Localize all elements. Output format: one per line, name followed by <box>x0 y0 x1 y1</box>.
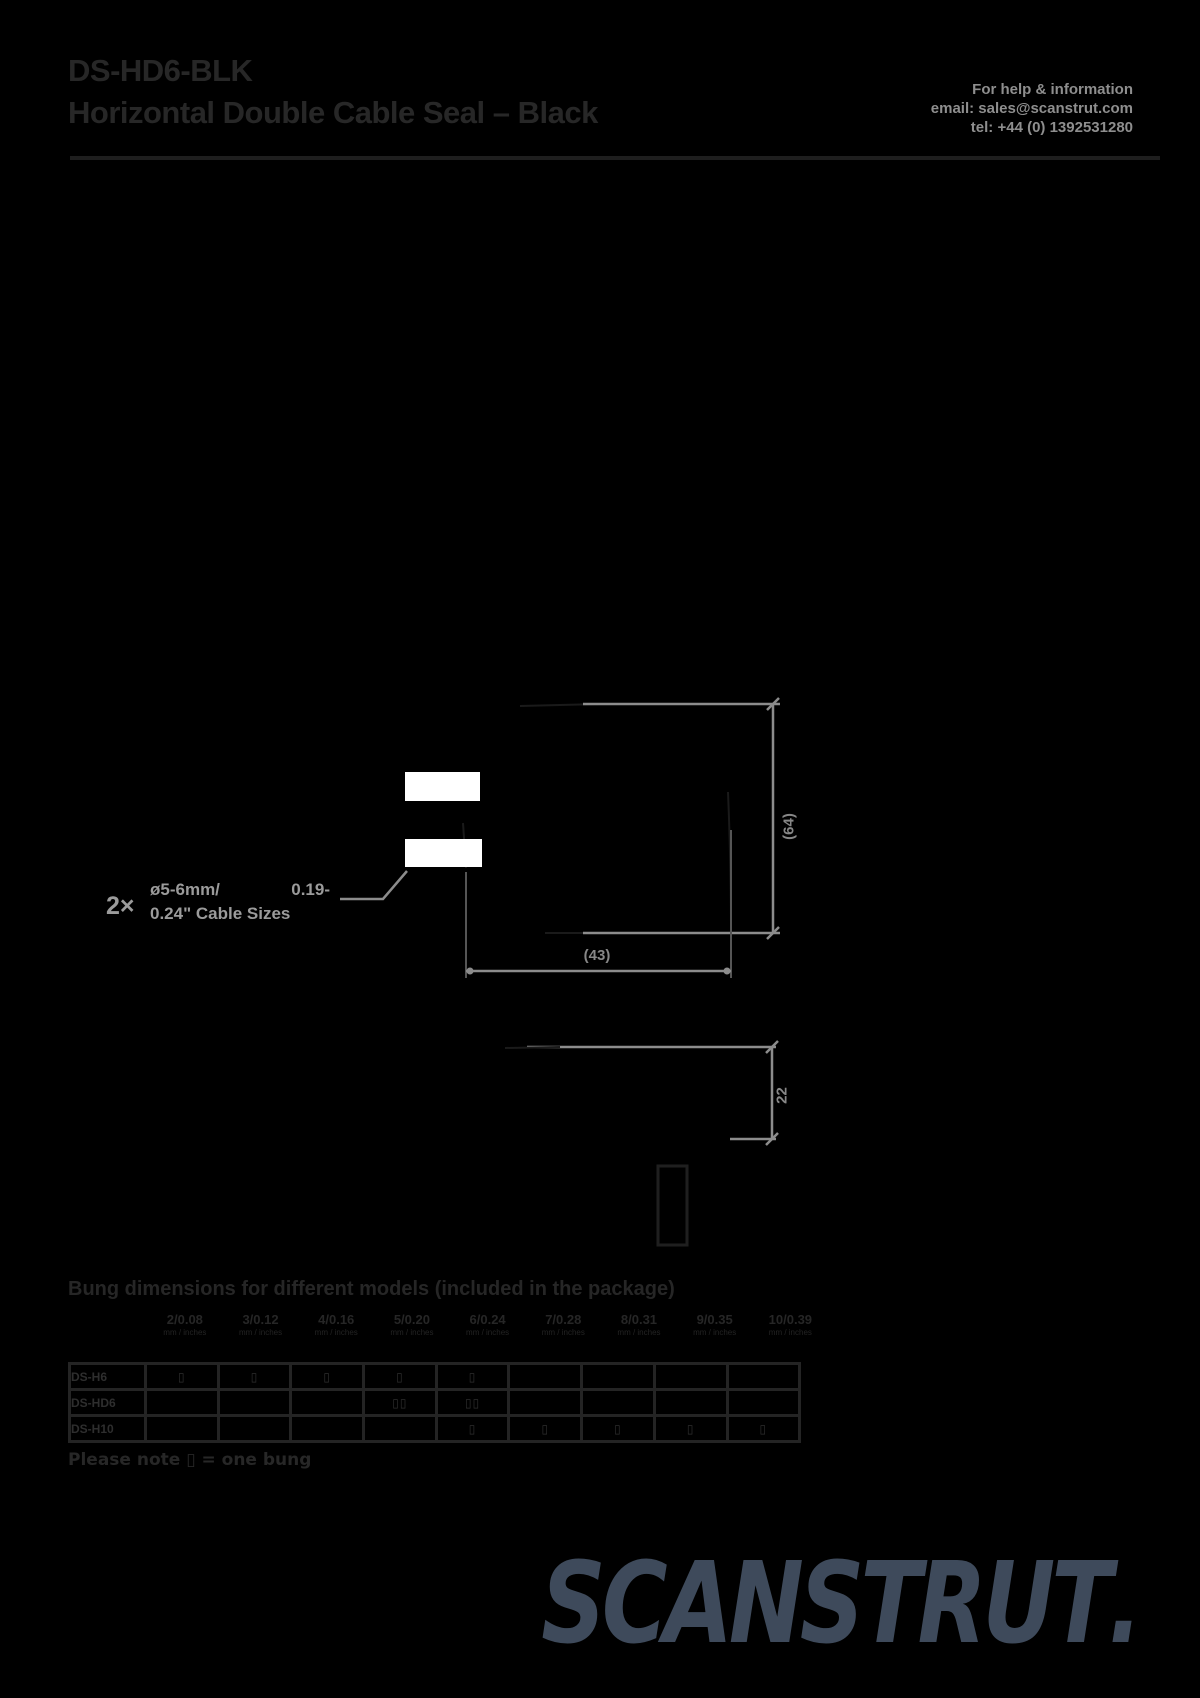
header-divider <box>70 156 1160 160</box>
bung-cell <box>580 1362 656 1391</box>
bung-cell <box>507 1388 584 1417</box>
side-view-product-edge <box>504 1046 561 1049</box>
column-header: 3/0.12 mm / inches <box>238 1312 283 1337</box>
bung-cell: ▯▯ <box>362 1388 438 1417</box>
bung-table-note: Please note ▯ = one bung <box>68 1450 312 1470</box>
bung-cell <box>507 1362 584 1391</box>
bung-cell: ▯ <box>362 1362 438 1391</box>
cable-size-label-line1: ø5-6mm/ 0.19- <box>150 880 330 900</box>
column-header: 8/0.31 mm / inches <box>617 1312 661 1337</box>
logo-text: SCANSTRUT <box>540 1539 1112 1669</box>
model-label: DS-H6 <box>68 1362 147 1391</box>
bung-cell: ▯▯ <box>434 1388 511 1417</box>
product-name: Horizontal Double Cable Seal – Black <box>68 95 598 130</box>
table-row: DS-H6 ▯ ▯ ▯ ▯ ▯ <box>68 1362 802 1391</box>
dimension-label-side-height: 22 <box>773 1087 791 1104</box>
bung-cell <box>216 1388 293 1417</box>
bung-cell <box>652 1362 729 1391</box>
bung-cell: ▯ <box>434 1362 511 1391</box>
front-height-dimension <box>583 697 780 940</box>
side-view-dimension <box>527 1040 779 1146</box>
front-view-product-outline <box>462 703 732 934</box>
bung-cell: ▯ <box>652 1414 729 1443</box>
cable-slot-bottom <box>405 839 482 867</box>
column-header: 6/0.24 mm / inches <box>466 1312 510 1337</box>
column-header-spacer <box>68 1312 147 1338</box>
scanstrut-logo: SCANSTRUT. <box>541 1548 1142 1660</box>
bung-table-heading: Bung dimensions for different models (in… <box>68 1278 675 1300</box>
bung-table: DS-H6 ▯ ▯ ▯ ▯ ▯ DS-HD6 ▯▯ ▯▯ DS-H10 <box>68 1362 802 1443</box>
bung-cell: ▯ <box>580 1414 656 1443</box>
contact-phone: tel: +44 (0) 1392531280 <box>970 119 1133 136</box>
column-header: 4/0.16 mm / inches <box>314 1312 358 1337</box>
dimension-label-front-width: (43) <box>583 947 611 964</box>
table-row: DS-HD6 ▯▯ ▯▯ <box>68 1388 802 1417</box>
product-code: DS-HD6-BLK <box>68 53 253 88</box>
cable-size-label-line2: 0.24" Cable Sizes <box>150 904 291 923</box>
model-label: DS-HD6 <box>68 1388 147 1417</box>
logo-dot: . <box>1107 1539 1142 1669</box>
front-width-dimension <box>465 830 732 978</box>
cable-count-label: 2× <box>106 892 135 920</box>
bung-cell <box>652 1388 729 1417</box>
bung-cell: ▯ <box>507 1414 584 1443</box>
column-header: 5/0.20 mm / inches <box>390 1312 434 1337</box>
bung-cell <box>725 1362 802 1391</box>
model-label: DS-H10 <box>68 1414 147 1443</box>
cable-slot-top <box>405 772 480 801</box>
column-header: 7/0.28 mm / inches <box>541 1312 585 1337</box>
bung-cell <box>144 1388 220 1417</box>
help-heading: For help & information <box>972 81 1133 98</box>
dimension-end-dot <box>723 967 731 975</box>
bung-cell: ▯ <box>144 1362 220 1391</box>
bung-profile-outline <box>656 1164 689 1247</box>
bung-cell <box>289 1414 366 1443</box>
bung-cell: ▯ <box>725 1414 802 1443</box>
bung-cell <box>289 1388 366 1417</box>
bung-cell <box>580 1388 656 1417</box>
bung-cell: ▯ <box>434 1414 511 1443</box>
dimension-end-dot <box>466 967 474 975</box>
cable-size-metric: ø5-6mm/ <box>150 880 220 899</box>
bung-cell <box>144 1414 220 1443</box>
bung-cell <box>362 1414 438 1443</box>
bung-cell: ▯ <box>289 1362 366 1391</box>
bung-cell <box>216 1414 293 1443</box>
contact-email: email: sales@scanstrut.com <box>930 100 1133 117</box>
cable-size-imperial: 0.19- <box>291 880 330 899</box>
bung-cell: ▯ <box>216 1362 293 1391</box>
bung-table-column-headers: 2/0.08 mm / inches 3/0.12 mm / inches 4/… <box>68 1312 828 1338</box>
column-header: 2/0.08 mm / inches <box>163 1312 207 1337</box>
table-row: DS-H10 ▯ ▯ ▯ ▯ ▯ <box>68 1414 802 1443</box>
dimension-label-front-height: (64) <box>780 813 798 840</box>
contact-info: For help & information email: sales@scan… <box>931 80 1133 137</box>
header-title-block: DS-HD6-BLK Horizontal Double Cable Seal … <box>68 50 598 134</box>
column-header: 10/0.39 mm / inches <box>768 1312 813 1337</box>
column-header: 9/0.35 mm / inches <box>693 1312 737 1337</box>
callout-leader-line <box>340 870 408 901</box>
bung-cell <box>725 1388 802 1417</box>
